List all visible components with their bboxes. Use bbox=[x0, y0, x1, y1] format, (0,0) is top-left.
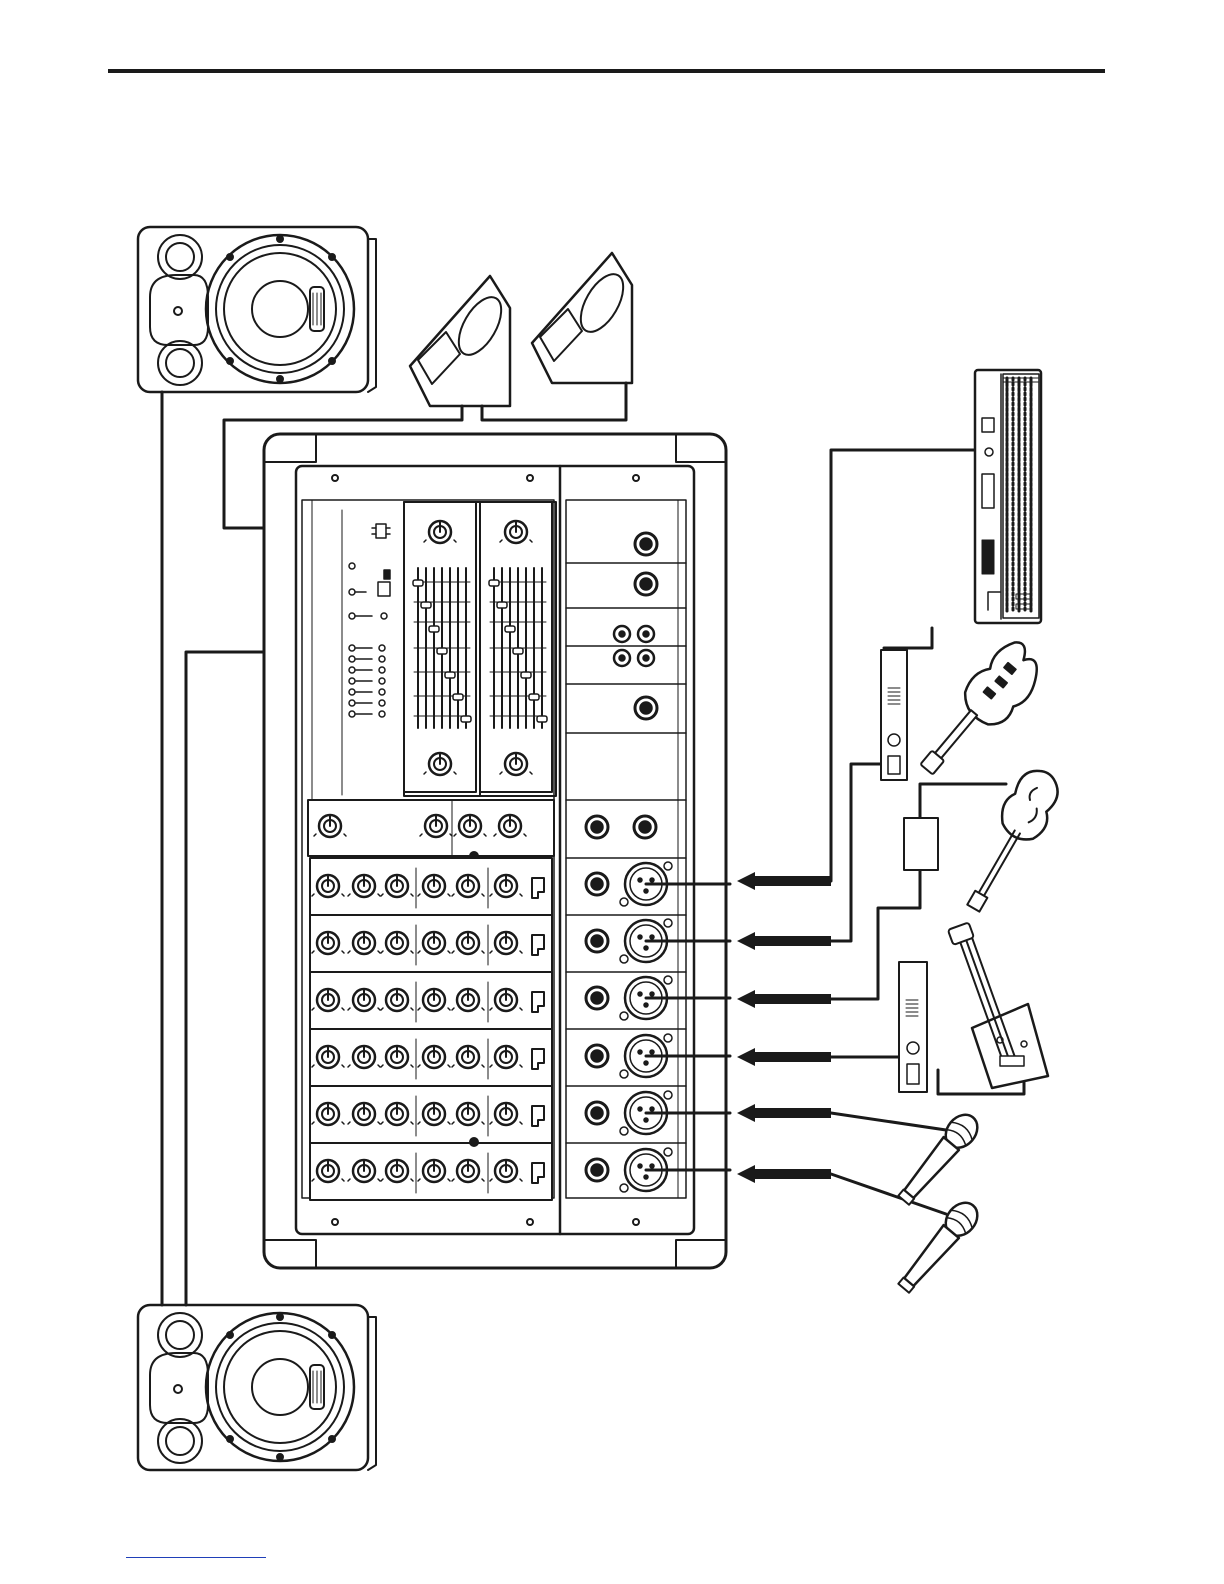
signal-arrows bbox=[737, 872, 831, 1183]
master-knobs-row bbox=[308, 800, 554, 860]
acoustic-guitar-icon bbox=[952, 762, 1069, 919]
main-speaker-left bbox=[138, 227, 376, 392]
di-box bbox=[904, 818, 938, 870]
steel-guitar-icon bbox=[948, 922, 1048, 1088]
guitar-effect-unit bbox=[881, 650, 907, 780]
main-speaker-right bbox=[138, 1305, 376, 1470]
input-channel-strips bbox=[310, 858, 552, 1200]
stage-monitor-2 bbox=[532, 253, 632, 383]
footer-link-underline[interactable] bbox=[126, 1557, 266, 1558]
graphic-eq-right bbox=[480, 502, 552, 796]
keyboard-icon bbox=[975, 370, 1041, 623]
guitar-icon bbox=[909, 634, 1052, 790]
stage-monitor-1 bbox=[410, 276, 510, 406]
steel-effect-unit bbox=[899, 962, 927, 1092]
